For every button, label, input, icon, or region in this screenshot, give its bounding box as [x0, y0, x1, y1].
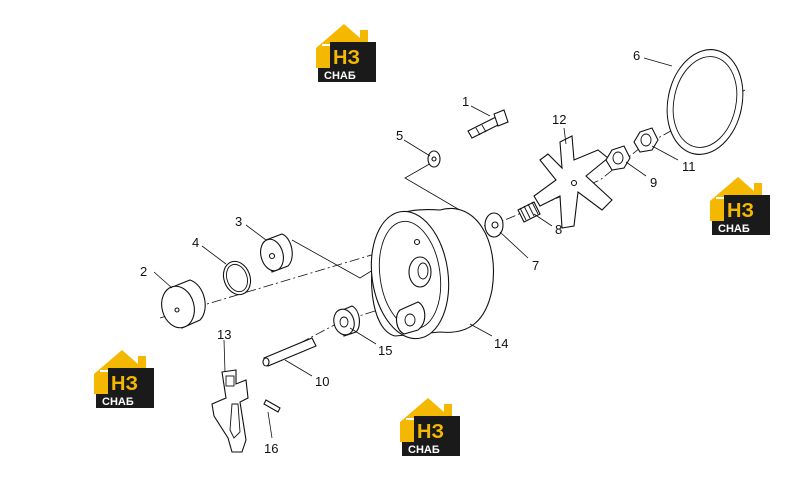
watermark-logo: НЗ СНАБ [710, 177, 770, 235]
svg-text:СНАБ: СНАБ [324, 70, 356, 82]
svg-text:НЗ: НЗ [333, 47, 360, 69]
callout-4: 4 [192, 235, 199, 250]
callout-5: 5 [396, 128, 403, 143]
part-6-ring [666, 49, 744, 155]
callout-7: 7 [532, 258, 539, 273]
part-7-washer [484, 212, 504, 238]
part-2-cap [161, 279, 206, 329]
svg-text:СНАБ: СНАБ [102, 396, 134, 408]
part-15-bushing [333, 305, 361, 337]
part-13-lever [211, 369, 249, 453]
svg-text:НЗ: НЗ [417, 421, 444, 443]
callout-labels: 1 2 3 4 5 6 7 8 9 10 11 12 13 14 15 16 [140, 48, 696, 456]
assembly-path-bolt [404, 157, 471, 217]
callout-14: 14 [494, 336, 508, 351]
callout-3: 3 [235, 214, 242, 229]
callout-6: 6 [633, 48, 640, 63]
svg-text:НЗ: НЗ [727, 200, 754, 222]
callout-9: 9 [650, 175, 657, 190]
part-16-small-pin [263, 399, 281, 413]
part-1-bolt [467, 109, 509, 139]
leader-lines [153, 57, 679, 439]
callout-13: 13 [217, 327, 231, 342]
watermark-logo: НЗ СНАБ [94, 350, 154, 408]
callout-11: 11 [682, 159, 696, 174]
callout-1: 1 [462, 94, 469, 109]
callout-15: 15 [378, 343, 392, 358]
svg-text:НЗ: НЗ [111, 373, 138, 395]
part-11-nut [633, 127, 659, 153]
part-4-o-ring [222, 260, 252, 296]
callout-10: 10 [315, 374, 329, 389]
svg-text:СНАБ: СНАБ [718, 223, 750, 235]
part-8-spring [517, 201, 541, 223]
callout-16: 16 [264, 441, 278, 456]
part-10-pin [262, 337, 317, 367]
part-5-washer [427, 150, 441, 168]
part-3-bushing [260, 233, 293, 273]
callout-2: 2 [140, 264, 147, 279]
callout-12: 12 [552, 112, 566, 127]
callout-8: 8 [555, 222, 562, 237]
part-9-nut [605, 145, 631, 171]
watermark-logo: НЗ СНАБ [316, 24, 376, 82]
svg-text:СНАБ: СНАБ [408, 444, 440, 456]
part-12-star-plate [533, 135, 613, 229]
part-14-drum [370, 207, 494, 340]
watermark-logo: НЗ СНАБ [400, 398, 460, 456]
